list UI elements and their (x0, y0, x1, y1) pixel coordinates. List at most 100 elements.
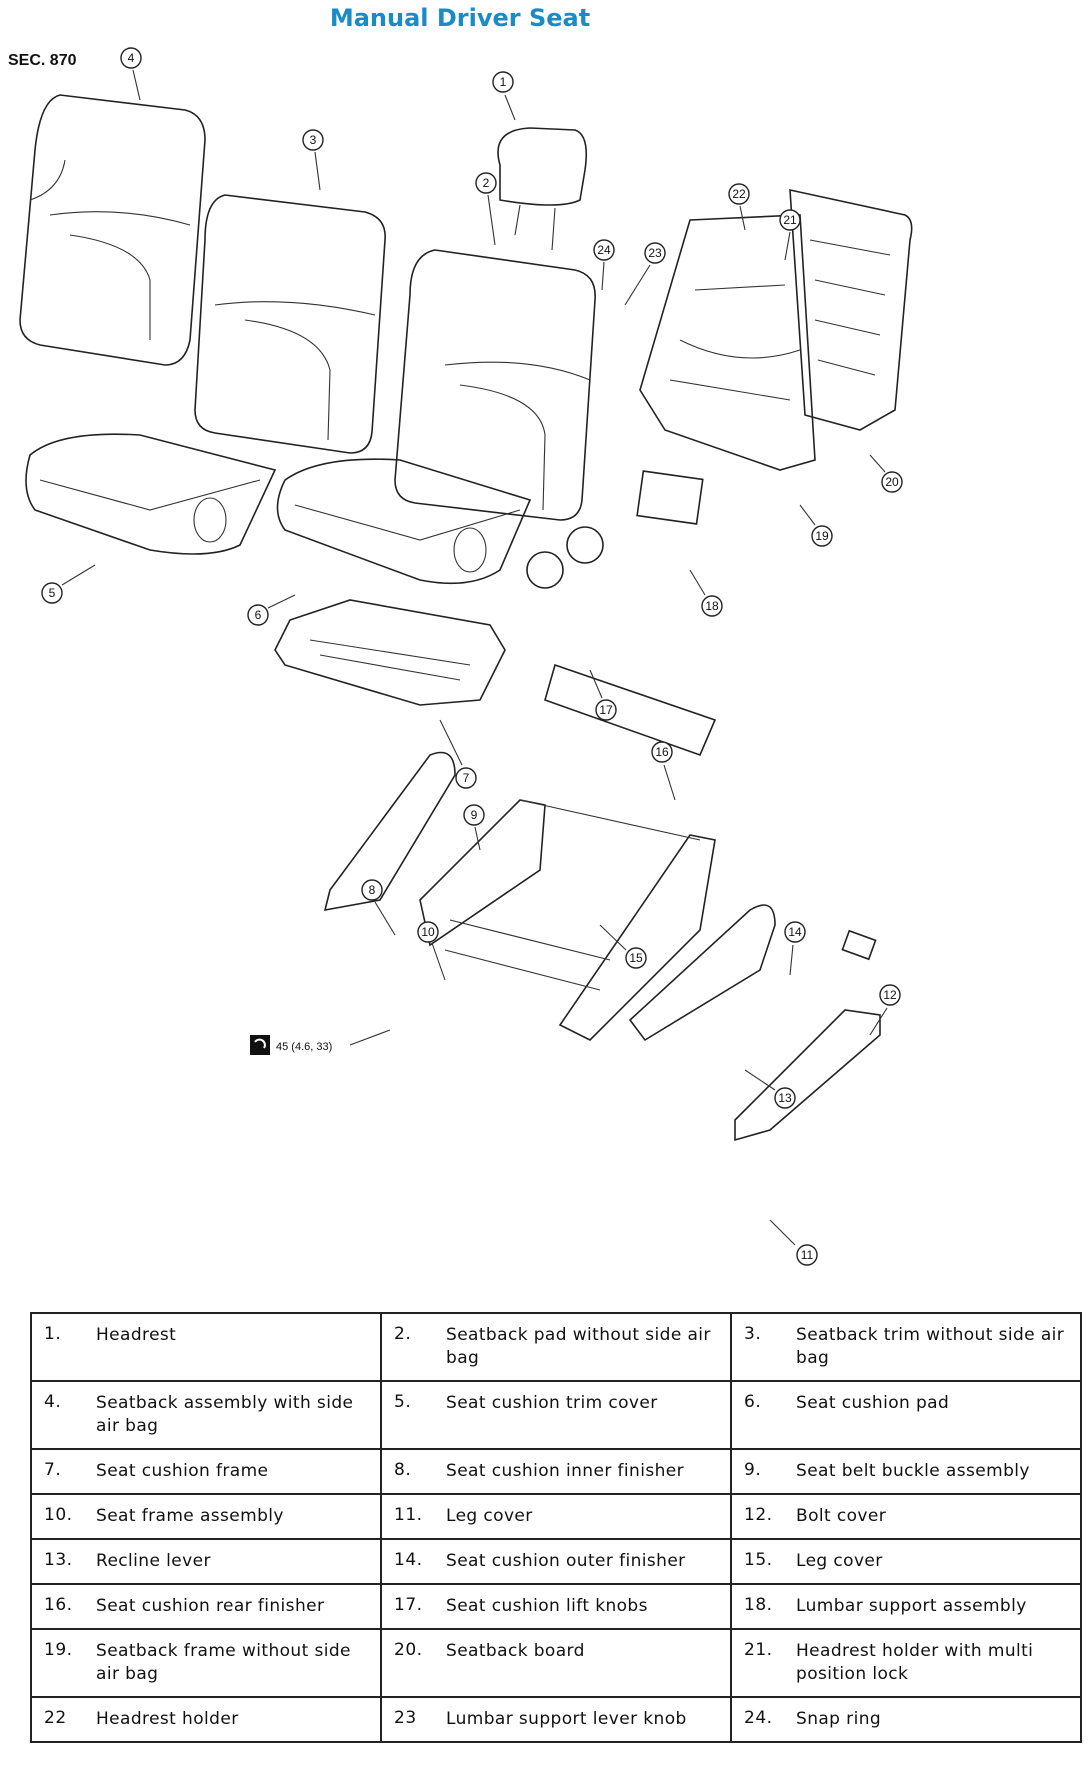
seat-cushion-frame-7 (274, 599, 506, 706)
legend-cell: 18.Lumbar support assembly (730, 1583, 1082, 1630)
part-name: Headrest holder with multi position lock (796, 1641, 1034, 1684)
part-name: Seatback frame without side air bag (96, 1641, 351, 1684)
legend-cell: 5.Seat cushion trim cover (380, 1380, 732, 1450)
part-number: 14. (394, 1550, 423, 1570)
part-number: 20. (394, 1640, 423, 1660)
svg-text:14: 14 (788, 925, 802, 939)
callout-8: 8 (361, 879, 396, 936)
seatback-pad-2 (394, 249, 596, 521)
lumbar-support-18 (636, 470, 704, 525)
callout-22: 22 (728, 183, 750, 231)
legend-cell: 7.Seat cushion frame (30, 1448, 382, 1495)
legend-cell: 6. Seat cushion pad (730, 1380, 1082, 1450)
callout-9: 9 (463, 804, 485, 851)
legend-row: 1. Headrest 2.Seatback pad without side ai… (30, 1312, 1082, 1382)
torque-spec: 45 (4.6, 33) (250, 1029, 391, 1055)
part-name: Seat cushion pad (796, 1393, 950, 1413)
legend-cell: 4.Seatback assembly with side air bag (30, 1380, 382, 1450)
svg-text:45 (4.6, 33): 45 (4.6, 33) (276, 1041, 332, 1053)
callout-4: 4 (120, 47, 142, 101)
legend-cell: 8. Seat cushion inner finisher (380, 1448, 732, 1495)
svg-text:23: 23 (648, 246, 662, 260)
svg-text:4: 4 (128, 51, 135, 65)
legend-cell: 16.Seat cushion rear finisher (30, 1583, 382, 1630)
callout-2: 2 (475, 172, 497, 246)
part-number: 22 (44, 1708, 67, 1728)
svg-text:19: 19 (815, 529, 829, 543)
inner-finisher-8 (323, 751, 456, 912)
seat-cushion-trim-5 (25, 433, 277, 555)
part-number: 3. (744, 1324, 762, 1344)
legend-cell: 20. Seatback board (380, 1628, 732, 1698)
part-number: 15. (744, 1550, 773, 1570)
part-name: Lumbar support assembly (796, 1596, 1027, 1616)
svg-text:22: 22 (732, 187, 746, 201)
callout-12: 12 (869, 984, 901, 1036)
part-number: 10. (44, 1505, 73, 1525)
callout-20: 20 (869, 454, 903, 493)
page-title: Manual Driver Seat (329, 4, 591, 32)
part-number: 4. (44, 1392, 62, 1412)
callout-23: 23 (624, 242, 666, 306)
part-number: 5. (394, 1392, 412, 1412)
section-label: SEC. 870 (8, 52, 77, 69)
part-name: Seat cushion lift knobs (446, 1596, 648, 1616)
part-number: 12. (744, 1505, 773, 1525)
part-number: 8. (394, 1460, 412, 1480)
part-name: Bolt cover (796, 1506, 887, 1526)
part-number: 1. (44, 1324, 62, 1344)
part-name: Seat cushion frame (96, 1461, 269, 1481)
svg-text:20: 20 (885, 475, 899, 489)
part-name: Headrest (96, 1325, 177, 1345)
legend-row: 16.Seat cushion rear finisher 17. Seat cus… (30, 1583, 1082, 1630)
svg-text:10: 10 (421, 925, 435, 939)
part-number: 13. (44, 1550, 73, 1570)
part-name: Seat cushion outer finisher (446, 1551, 686, 1571)
legend-cell: 14. Seat cushion outer finisher (380, 1538, 732, 1585)
svg-text:24: 24 (597, 243, 611, 257)
callout-3: 3 (302, 129, 324, 191)
svg-text:11: 11 (801, 1248, 814, 1262)
part-name: Seat cushion rear finisher (96, 1596, 325, 1616)
part-name: Seatback board (446, 1641, 585, 1661)
svg-text:13: 13 (778, 1091, 792, 1105)
part-name: Recline lever (96, 1551, 211, 1571)
part-name: Seatback trim without side air bag (796, 1325, 1065, 1368)
legend-cell: 21.Headrest holder with multi position l… (730, 1628, 1082, 1698)
callout-24: 24 (593, 239, 615, 291)
svg-text:17: 17 (599, 703, 613, 717)
seatback-frame-19 (639, 214, 816, 471)
seatback-board-20 (789, 188, 913, 431)
legend-cell: 12. Bolt cover (730, 1493, 1082, 1540)
part-number: 17. (394, 1595, 423, 1615)
svg-text:1: 1 (500, 75, 507, 89)
part-name: Leg cover (796, 1551, 883, 1571)
svg-text:2: 2 (483, 176, 490, 190)
callout-1: 1 (492, 71, 516, 121)
svg-text:9: 9 (471, 808, 478, 822)
legend-cell: 1. Headrest (30, 1312, 382, 1382)
part-name: Seat cushion inner finisher (446, 1461, 685, 1481)
part-name: Seat belt buckle assembly (796, 1461, 1030, 1481)
callout-5: 5 (41, 564, 96, 604)
part-name: Leg cover (446, 1506, 533, 1526)
legend-row: 7.Seat cushion frame 8. Seat cushion inner… (30, 1448, 1082, 1495)
legend-cell: 2.Seatback pad without side air bag (380, 1312, 732, 1382)
legend-cell: 13. Recline lever (30, 1538, 382, 1585)
svg-text:12: 12 (883, 988, 897, 1002)
legend-cell: 15. Leg cover (730, 1538, 1082, 1585)
callout-18: 18 (689, 569, 723, 617)
svg-text:15: 15 (629, 951, 643, 965)
svg-text:6: 6 (255, 608, 262, 622)
rear-finisher-16 (544, 663, 717, 757)
part-number: 6. (744, 1392, 762, 1412)
part-name: Lumbar support lever knob (446, 1709, 687, 1729)
callout-13: 13 (744, 1069, 796, 1109)
part-number: 9. (744, 1460, 762, 1480)
